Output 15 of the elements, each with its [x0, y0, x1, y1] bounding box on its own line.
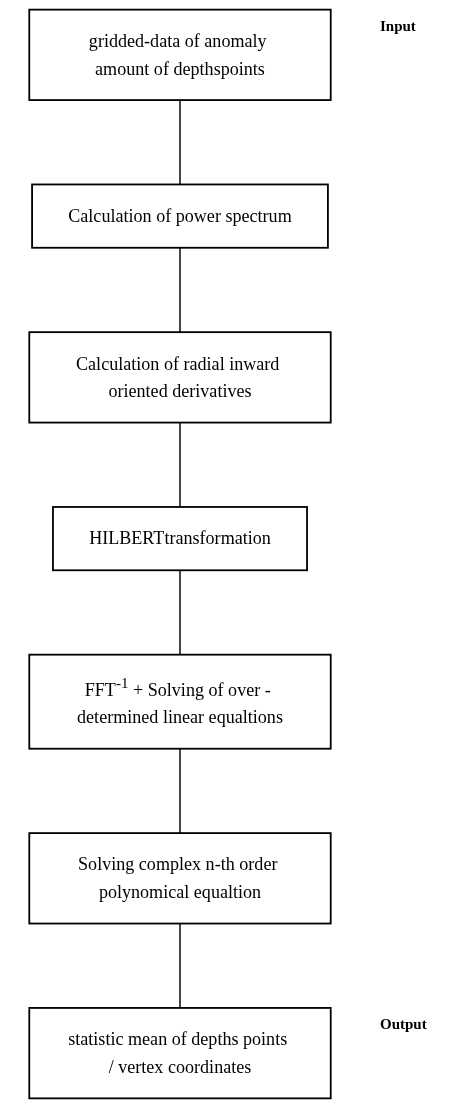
node-box: Solving complex n-th order polynomical equaltion [28, 832, 332, 925]
io-label: Output [380, 1015, 427, 1033]
node-box: gridded-data of anomaly amount of depthspoints [28, 8, 332, 101]
connector [179, 922, 181, 1009]
node-box: FFT$^{-1}$ + Solving of over - determined linear equaltions [28, 653, 332, 750]
connector [179, 99, 181, 186]
io-label: Input [380, 17, 416, 35]
node-box: Calculation of radial inward oriented derivatives [28, 331, 332, 424]
connector [179, 748, 181, 834]
node-box: HILBERTtransformation [52, 506, 308, 572]
node-box: Calculation of power spectrum [31, 183, 329, 249]
connector [179, 421, 181, 508]
connector [179, 247, 181, 333]
connector [179, 569, 181, 656]
node-box: statistic mean of depths points / vertex coordinates [28, 1007, 332, 1100]
